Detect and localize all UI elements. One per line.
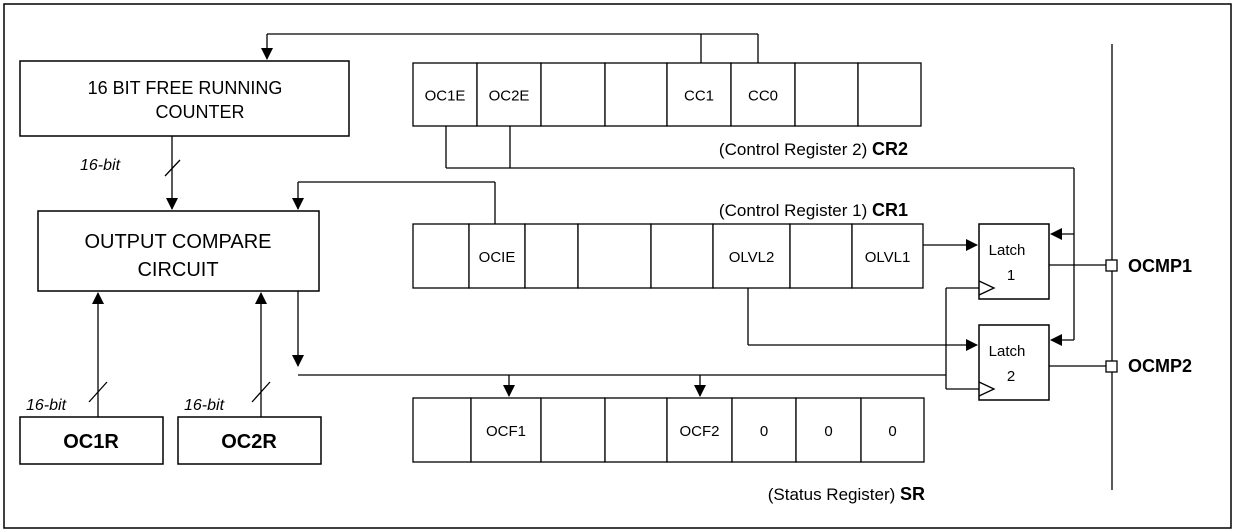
latch2-label: Latch — [989, 343, 1026, 360]
ocmp1-label: OCMP1 — [1128, 256, 1192, 276]
sr-bit-cell — [412, 397, 472, 463]
ocmp2-label: OCMP2 — [1128, 356, 1192, 376]
cr1-bit-label: OLVL1 — [865, 249, 911, 266]
sr-bit-cell: 0 — [860, 397, 925, 463]
sr-bit-cell: OCF2 — [666, 397, 733, 463]
latch-2: Latch 2 — [978, 324, 1050, 401]
cr2-bit-label: CC1 — [684, 88, 714, 105]
cr2-bit-label: OC1E — [425, 88, 466, 105]
signal-wires — [88, 33, 1113, 490]
cr1-bit-label: OLVL2 — [729, 249, 775, 266]
oc2r-register: OC2R — [177, 416, 322, 465]
sr-bit-cell: OCF1 — [470, 397, 542, 463]
cr2-bit-cell: CC1 — [666, 62, 732, 127]
cr2-bit-cell: OC1E — [412, 62, 478, 127]
latch1-label: Latch — [989, 242, 1026, 259]
sr-bit-cell — [540, 397, 606, 463]
sr-bit-label: OCF1 — [486, 423, 526, 440]
sr-register: OCF1 OCF2 0 0 0 — [412, 397, 925, 463]
cr2-register: OC1E OC2E CC1 CC0 — [412, 62, 922, 127]
cr1-bit-cell — [524, 223, 579, 289]
cr2-bit-label: OC2E — [489, 88, 530, 105]
sr-caption: (Status Register) SR — [768, 484, 925, 504]
outer-frame — [3, 3, 1232, 529]
cr2-bit-cell — [540, 62, 606, 127]
cr1-bit-cell — [577, 223, 652, 289]
oc2r-label: OC2R — [221, 431, 277, 453]
sr-bit-cell: 0 — [795, 397, 862, 463]
cr2-bit-cell: OC2E — [476, 62, 542, 127]
oc1r-bus-width-label: 16-bit — [26, 397, 67, 414]
sr-bit-label: 0 — [760, 423, 768, 440]
counter-bus-width-label: 16-bit — [80, 157, 121, 174]
cr2-bit-cell — [604, 62, 668, 127]
latch2-number: 2 — [1007, 368, 1015, 385]
latch2-clock-symbol — [978, 381, 996, 397]
cr1-bit-cell — [650, 223, 714, 289]
free-running-counter-block: 16 BIT FREE RUNNING COUNTER — [19, 60, 350, 137]
oc1r-label: OC1R — [63, 431, 119, 453]
latch1-number: 1 — [1007, 267, 1015, 284]
cr2-bit-cell — [857, 62, 922, 127]
sr-bit-label: OCF2 — [679, 423, 719, 440]
cr1-bit-cell: OLVL2 — [712, 223, 791, 289]
oc2r-bus-width-label: 16-bit — [184, 397, 225, 414]
latch1-clock-symbol — [978, 280, 996, 296]
cr2-caption: (Control Register 2) CR2 — [719, 139, 908, 159]
counter-label-line1: 16 BIT FREE RUNNING — [88, 78, 283, 98]
sr-bit-label: 0 — [888, 423, 896, 440]
sr-bit-label: 0 — [824, 423, 832, 440]
cr1-bit-cell: OLVL1 — [851, 223, 924, 289]
latch-1: Latch 1 — [978, 223, 1050, 300]
compare-label-line1: OUTPUT COMPARE — [84, 231, 271, 253]
cr1-bit-label: OCIE — [479, 249, 516, 266]
cr1-bit-cell — [412, 223, 470, 289]
cr1-bit-cell — [789, 223, 853, 289]
cr2-bit-cell — [794, 62, 859, 127]
cr1-register: OCIE OLVL2 OLVL1 — [412, 223, 924, 289]
cr1-caption: (Control Register 1) CR1 — [719, 200, 908, 220]
counter-label-line2: COUNTER — [156, 102, 245, 122]
cr2-bit-label: CC0 — [748, 88, 778, 105]
oc1r-register: OC1R — [19, 416, 164, 465]
cr1-bit-cell: OCIE — [468, 223, 526, 289]
ocmp1-pin — [1105, 259, 1118, 272]
output-compare-circuit-block: OUTPUT COMPARE CIRCUIT — [37, 210, 320, 292]
cr2-bit-cell: CC0 — [730, 62, 796, 127]
sr-bit-cell — [604, 397, 668, 463]
sr-bit-cell: 0 — [731, 397, 797, 463]
compare-label-line2: CIRCUIT — [137, 259, 218, 281]
ocmp2-pin — [1105, 360, 1118, 373]
